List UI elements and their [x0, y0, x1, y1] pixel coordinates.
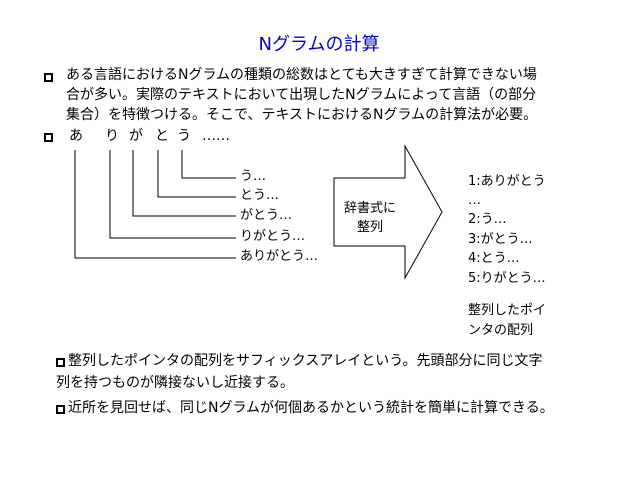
bullet-square-icon — [44, 133, 53, 142]
sort-arrow-shape — [333, 144, 443, 280]
connector-line-rigatou — [109, 150, 236, 239]
sorted-caption-line-2: ンタの配列 — [468, 323, 534, 338]
slide-title: Nグラムの計算 — [258, 34, 380, 55]
bullet1-line-2: 合が多い。実際のテキストにおいて出現したNグラムによって言語（の部分 — [66, 87, 537, 103]
connector-line-gatou — [132, 150, 236, 217]
sorted-item: 3:がとう… — [468, 232, 533, 247]
bullet-square-icon — [44, 73, 53, 82]
bullet1-line-3: 集合）を特徴つける。そこで、テキストにおけるNグラムの計算法が必要。 — [66, 107, 538, 123]
sorted-caption-line-1: 整列したポイ — [468, 303, 547, 318]
bullet2-char-ga: が — [129, 128, 143, 144]
sorted-item: … — [468, 193, 481, 208]
connector-line-arigatou — [74, 150, 236, 259]
bullet2-ellipsis: …… — [202, 128, 230, 144]
connector-line-u — [181, 150, 236, 179]
suffix-item: う… — [240, 169, 267, 184]
sorted-item: 1:ありがとう — [468, 174, 546, 189]
bottom-text-line-2: 列を持つものが隣接ないし近接する。 — [56, 375, 294, 391]
bullet2-char-u: う — [177, 128, 191, 144]
suffix-item: がとう… — [240, 208, 293, 223]
bullet-square-icon — [56, 405, 65, 414]
suffix-item: りがとう… — [240, 229, 306, 244]
connector-line-tou — [157, 150, 236, 198]
arrow-label-line-1: 辞書式に — [344, 201, 397, 216]
sorted-item: 2:う… — [468, 212, 507, 227]
bullet1-line-1: ある言語におけるNグラムの種類の総数はとても大きすぎて計算できない場 — [66, 67, 537, 83]
bottom-text-line-1: 整列したポインタの配列をサフィックスアレイという。先頭部分に同じ文字 — [68, 353, 543, 369]
bullet2-char-a: あ — [69, 128, 83, 144]
bullet-square-icon — [56, 358, 65, 367]
bullet2-char-to: と — [155, 128, 169, 144]
arrow-label-line-2: 整列 — [357, 220, 384, 235]
sorted-item: 4:とう… — [468, 251, 520, 266]
bottom-text-line-3: 近所を見回せば、同じNグラムが何個あるかという統計を簡単に計算できる。 — [68, 400, 554, 416]
suffix-item: ありがとう… — [240, 249, 319, 264]
sorted-item: 5:りがとう… — [468, 271, 546, 286]
suffix-item: とう… — [240, 188, 280, 203]
bullet2-char-ri: り — [105, 128, 119, 144]
